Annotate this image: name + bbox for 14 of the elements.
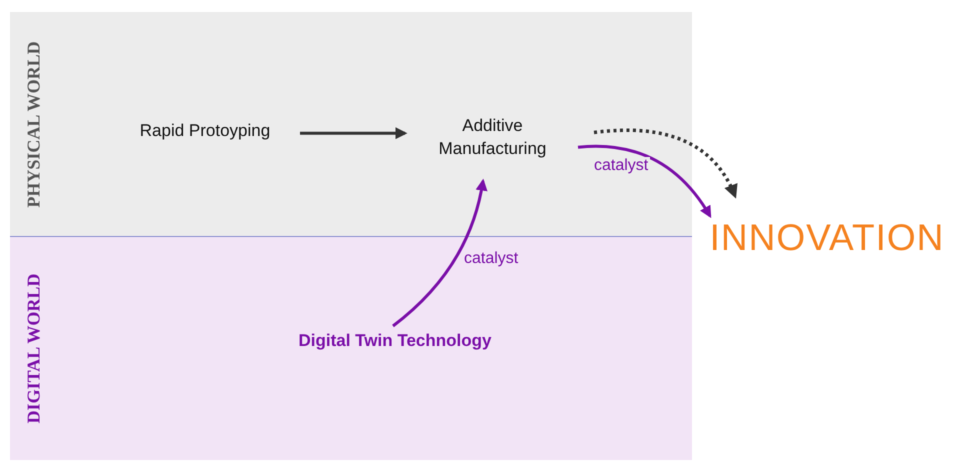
arrow [578, 144, 712, 218]
process-label: Digital Twin Technology [280, 330, 510, 354]
arrow [594, 128, 737, 199]
digital-band [10, 237, 692, 460]
innovation-heading: INNOVATION [702, 218, 952, 258]
edge-label: catalyst [462, 250, 520, 268]
physical-band [10, 12, 692, 237]
process-label: Additive Manufacturing [415, 115, 570, 161]
side-heading: PHYSICAL WORLD [24, 41, 45, 208]
arrow [300, 127, 408, 140]
edge-label: catalyst [592, 157, 650, 175]
process-label: Rapid Protoyping [120, 120, 290, 144]
arrow [392, 178, 488, 328]
side-heading: DIGITAL WORLD [23, 274, 44, 424]
